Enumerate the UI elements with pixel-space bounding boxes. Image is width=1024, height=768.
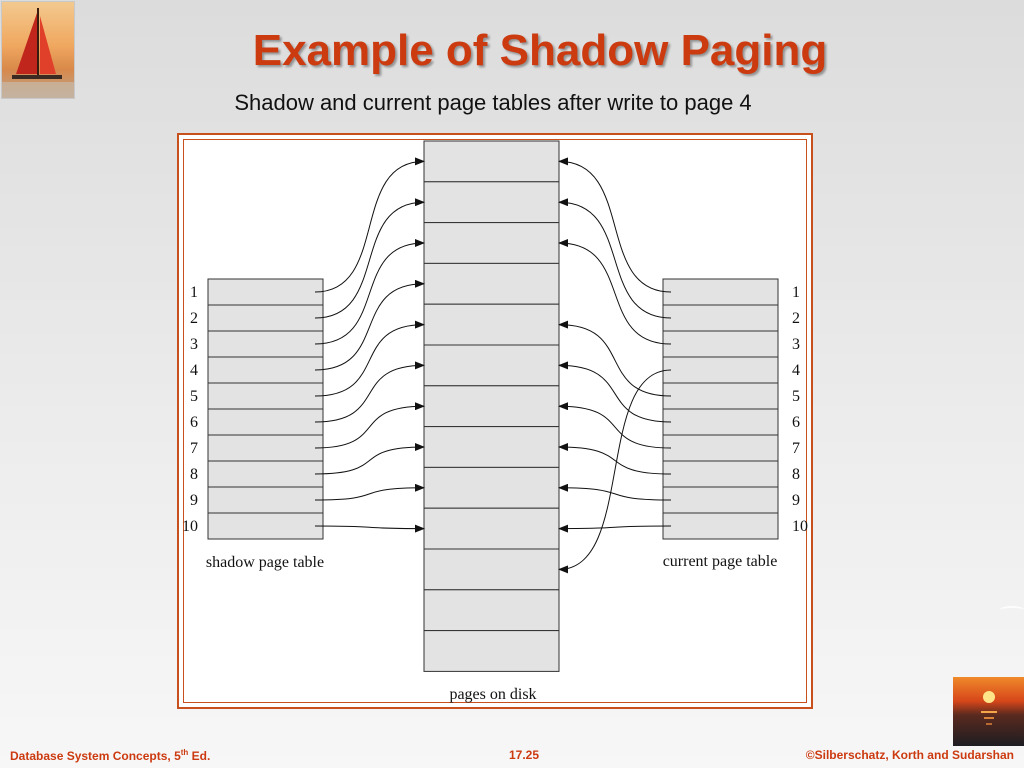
disk-page-3 bbox=[423, 222, 560, 264]
sunset-logo-icon bbox=[953, 677, 1024, 746]
footer-page-number: 17.25 bbox=[509, 748, 540, 762]
disk-page-11 bbox=[423, 548, 560, 591]
current-pointer-3 bbox=[558, 239, 672, 345]
current-page-table: 1 2 3 4 5 6 7 8 9 10 bbox=[662, 278, 808, 540]
disk-pages bbox=[423, 140, 560, 672]
current-pointer-4 bbox=[558, 369, 672, 574]
shadow-pointer-1 bbox=[314, 157, 425, 293]
disk-page-8 bbox=[423, 426, 560, 468]
shadow-table-row-7 bbox=[207, 434, 324, 462]
shadow-row-number: 10 bbox=[182, 518, 198, 535]
shadow-table-row-5 bbox=[207, 382, 324, 410]
current-table-row-7 bbox=[662, 434, 779, 462]
shadow-pointer-3 bbox=[314, 239, 425, 345]
current-pointer-9 bbox=[558, 483, 672, 501]
footer-copyright: ©Silberschatz, Korth and Sudarshan bbox=[805, 748, 1014, 762]
shadow-table-row-4 bbox=[207, 356, 324, 384]
shadow-row-number: 9 bbox=[190, 492, 198, 509]
current-table-row-4 bbox=[662, 356, 779, 384]
current-pointer-2 bbox=[558, 198, 672, 319]
shadow-row-number: 1 bbox=[190, 284, 198, 301]
shadow-row-number: 2 bbox=[190, 310, 198, 327]
current-table-row-8 bbox=[662, 460, 779, 488]
shadow-table-label: shadow page table bbox=[206, 554, 324, 571]
shadow-table-row-1 bbox=[207, 278, 324, 306]
shadow-pointer-7 bbox=[314, 402, 425, 449]
current-table-row-2 bbox=[662, 304, 779, 332]
shadow-pointer-6 bbox=[314, 361, 425, 423]
current-table-row-3 bbox=[662, 330, 779, 358]
shadow-row-number: 6 bbox=[190, 414, 198, 431]
disk-label: pages on disk bbox=[449, 686, 536, 703]
current-row-number: 9 bbox=[792, 492, 800, 509]
current-row-number: 7 bbox=[792, 440, 800, 457]
current-row-number: 1 bbox=[792, 284, 800, 301]
shadow-pointer-4 bbox=[314, 279, 425, 371]
sailboat-logo-icon bbox=[1, 1, 75, 99]
disk-page-6 bbox=[423, 344, 560, 387]
shadow-row-number: 3 bbox=[190, 336, 198, 353]
shadow-pointer-8 bbox=[314, 443, 425, 475]
shadow-table-row-8 bbox=[207, 460, 324, 488]
shadow-row-number: 8 bbox=[190, 466, 198, 483]
footer-book-title: Database System Concepts, 5th Ed. bbox=[10, 748, 211, 763]
current-row-number: 10 bbox=[792, 518, 808, 535]
disk-page-10 bbox=[423, 507, 560, 550]
shadow-pointer-2 bbox=[314, 198, 425, 319]
current-table-row-10 bbox=[662, 512, 779, 540]
decorative-wave bbox=[1000, 606, 1024, 614]
disk-page-13 bbox=[423, 630, 560, 672]
current-row-number: 8 bbox=[792, 466, 800, 483]
pointer-arrows bbox=[314, 157, 672, 574]
disk-page-1 bbox=[423, 140, 560, 183]
current-pointer-7 bbox=[558, 402, 672, 449]
current-row-number: 6 bbox=[792, 414, 800, 431]
shadow-pointer-10 bbox=[314, 524, 425, 533]
slide-title: Example of Shadow Paging bbox=[252, 26, 828, 75]
current-row-number: 3 bbox=[792, 336, 800, 353]
current-pointer-8 bbox=[558, 443, 672, 475]
current-row-number: 4 bbox=[792, 362, 800, 379]
shadow-table-row-10 bbox=[207, 512, 324, 540]
disk-page-2 bbox=[423, 181, 560, 224]
current-table-row-9 bbox=[662, 486, 779, 514]
shadow-table-row-6 bbox=[207, 408, 324, 436]
current-table-row-6 bbox=[662, 408, 779, 436]
current-pointer-10 bbox=[558, 524, 672, 533]
figure-inner-border bbox=[183, 139, 807, 703]
shadow-page-table: 1 2 3 4 5 6 7 8 9 10 bbox=[182, 278, 324, 540]
shadow-table-row-3 bbox=[207, 330, 324, 358]
current-pointer-6 bbox=[558, 361, 672, 423]
shadow-row-number: 5 bbox=[190, 388, 198, 405]
current-row-number: 5 bbox=[792, 388, 800, 405]
disk-page-9 bbox=[423, 466, 560, 509]
current-pointer-1 bbox=[558, 157, 672, 293]
disk-page-5 bbox=[423, 303, 560, 346]
disk-page-7 bbox=[423, 385, 560, 428]
shadow-table-row-2 bbox=[207, 304, 324, 332]
shadow-row-number: 7 bbox=[190, 440, 198, 457]
current-pointer-5 bbox=[558, 320, 672, 397]
shadow-row-number: 4 bbox=[190, 362, 198, 379]
current-table-row-5 bbox=[662, 382, 779, 410]
slide-subtitle: Shadow and current page tables after wri… bbox=[234, 90, 752, 115]
current-table-label: current page table bbox=[663, 553, 778, 570]
current-row-number: 2 bbox=[792, 310, 800, 327]
disk-page-4 bbox=[423, 262, 560, 305]
disk-page-12 bbox=[423, 589, 560, 632]
shadow-pointer-5 bbox=[314, 320, 425, 397]
shadow-table-row-9 bbox=[207, 486, 324, 514]
shadow-pointer-9 bbox=[314, 483, 425, 501]
current-table-row-1 bbox=[662, 278, 779, 306]
